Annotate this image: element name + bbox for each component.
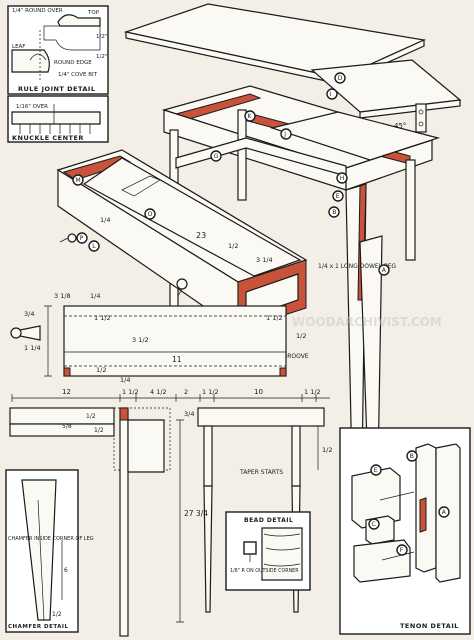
part-letter: L (92, 243, 96, 250)
part-letter: A (382, 267, 387, 274)
rule-label-half-b: 1/2" (96, 54, 107, 60)
side-dim: 3 1/2 (132, 336, 149, 344)
rule-label-half-a: 1/2" (96, 34, 107, 40)
front-elevation: 12 1 1/2 4 1/2 2 1 1/2 10 1 1/2 3/4 1/2 … (9, 388, 332, 637)
rule-label-top: TOP (87, 10, 100, 16)
front-dim: 1 1/2 (122, 388, 139, 396)
front-dim: 5/8 (62, 423, 72, 430)
part-letter: B (332, 209, 336, 216)
rule-label-leaf: LEAF (12, 44, 25, 50)
part-letters: D I J K G H E B A M O P L (72, 72, 390, 276)
rule-joint-caption: RULE JOINT DETAIL (18, 85, 95, 93)
drawer-dim-half: 1/2 (228, 242, 238, 250)
chamfer-inside-label: CHAMFER INSIDE CORNER OF LEG (8, 536, 94, 542)
tenon-detail: E B A C F TENON DETAIL (339, 427, 471, 635)
part-letter: O (148, 211, 153, 218)
side-dim: 1/4 (90, 292, 100, 300)
front-dim: 4 1/2 (150, 388, 167, 396)
part-letter: B (410, 453, 414, 460)
part-letter: D (338, 75, 343, 82)
front-dim: 3/4 (184, 410, 194, 418)
taper-label: TAPER STARTS (239, 469, 283, 476)
watermark-right: WOODARCHIVIST.COM (292, 315, 442, 329)
front-dim: 10 (254, 388, 263, 396)
side-dim: 1/4 (120, 376, 130, 384)
drawer-knob (176, 278, 188, 290)
part-letter: F (400, 547, 404, 554)
part-letter: G (214, 153, 219, 160)
side-dim: 1/2 (96, 366, 106, 374)
side-dim: 3/4 (24, 310, 34, 318)
rule-label-cove-bit: 1/4" COVE BIT (58, 72, 98, 78)
drawer-dim-length: 23 (196, 231, 206, 240)
front-dim: 1 1/2 (304, 388, 321, 396)
part-letter: H (340, 175, 345, 182)
dowel-peg-callout: 1/4 x 1 LONG DOWEL PEG (318, 263, 396, 270)
chamfer-detail: 6 1/2 CHAMFER INSIDE CORNER OF LEG CHAMF… (5, 469, 94, 633)
drawer-dim-quarter: 1/4 (100, 216, 110, 224)
front-dim: 1/2 (322, 446, 332, 454)
drawer-dim-height: 3 1/4 (256, 256, 273, 264)
front-dim: 1 1/2 (202, 388, 219, 396)
tenon-caption: TENON DETAIL (400, 622, 459, 630)
rule-joint-detail: 1/4" ROUND OVER TOP LEAF ROUND EDGE 1/4"… (7, 5, 109, 95)
drawer-side-view: 3 1/8 1/4 1 1/2 3 1/2 1 1/2 1/2 11 1/2 1… (10, 292, 306, 384)
bead-note: 1/8" R ON OUTSIDE CORNER (230, 568, 299, 574)
rule-label-roundover: 1/4" ROUND OVER (12, 8, 63, 14)
side-dim-length: 11 (172, 355, 182, 364)
front-dim: 2 (184, 388, 188, 396)
chamfer-dim: 1/2 (52, 611, 62, 618)
part-letter: I (330, 91, 332, 98)
front-dim-height: 27 3/4 (184, 509, 208, 518)
bead-detail: BEAD DETAIL 1/8" R ON OUTSIDE CORNER (225, 511, 311, 591)
part-letter: A (442, 509, 447, 516)
exploded-assembly: 23 3 1/4 1/2 1/4 1/4 x 1 LONG DOWEL PEG … (56, 3, 462, 471)
front-dim: 1/2 (94, 427, 104, 434)
knuckle-over-label: 1/16" OVER (16, 104, 48, 110)
rule-label-round-edge: ROUND EDGE (54, 60, 92, 66)
front-dim: 12 (62, 388, 71, 396)
part-letter: M (76, 177, 81, 184)
bead-caption: BEAD DETAIL (244, 517, 293, 524)
part-letter: J (283, 131, 286, 138)
part-letter: P (80, 235, 84, 242)
part-letter: C (372, 521, 376, 528)
knuckle-caption: KNUCKLE CENTER (12, 134, 84, 142)
front-dim: 1/2 (86, 413, 96, 420)
angle-callout: 45° (394, 122, 406, 130)
chamfer-dim: 6 (64, 567, 68, 574)
side-dim: 3 1/8 (54, 292, 71, 300)
side-dim: 1/2 (296, 332, 306, 340)
knuckle-detail: 1/16" OVER KNUCKLE CENTER (7, 95, 109, 143)
part-letter: E (374, 467, 378, 474)
side-dim: 1 1/4 (24, 344, 41, 352)
side-dim: 1 1/2 (266, 314, 283, 322)
chamfer-caption: CHAMFER DETAIL (8, 624, 69, 630)
side-dim: 1 1/2 (94, 314, 111, 322)
part-letter: K (248, 113, 253, 120)
part-letter: E (336, 193, 340, 200)
